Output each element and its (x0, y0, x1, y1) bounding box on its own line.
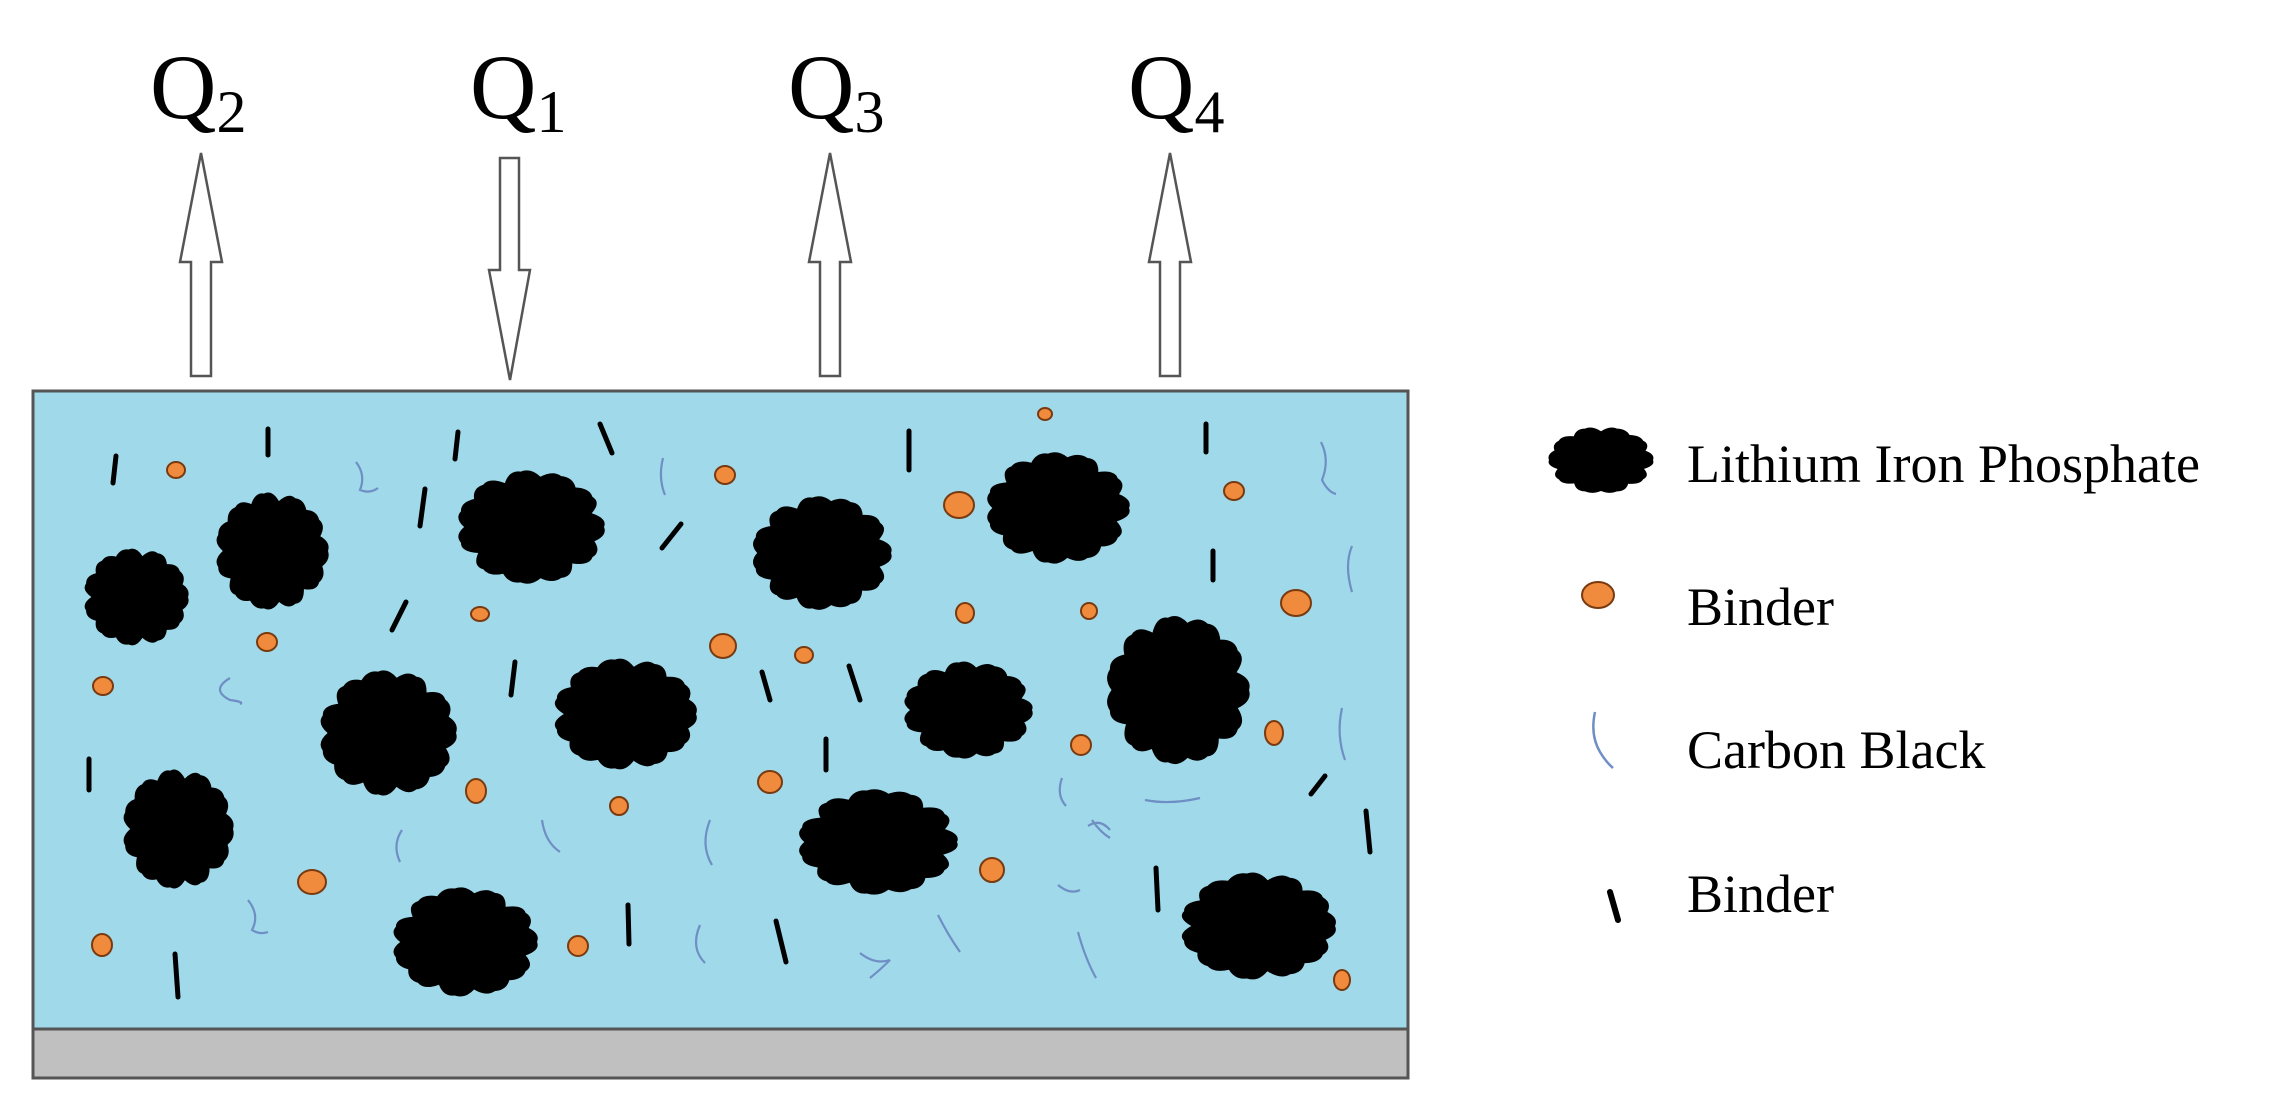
binder-dot (465, 778, 487, 804)
binder-dot (1223, 481, 1245, 501)
current-collector (31, 1027, 1410, 1080)
binder-stick-icon (1607, 889, 1621, 923)
heat-flow-label-q2: Q2 (150, 36, 246, 145)
carbon-black-fiber (247, 899, 269, 935)
carbon-black-fiber (704, 819, 713, 866)
lfp-particle (84, 548, 189, 646)
binder-dot (1037, 407, 1053, 421)
binder-dot (609, 796, 629, 816)
carbon-black-fiber (1076, 931, 1097, 979)
carbon-black-fiber (218, 677, 243, 706)
carbon-black-fiber (694, 924, 706, 964)
binder-dot (1264, 720, 1284, 746)
lfp-particle (753, 496, 892, 610)
lfp-particle (554, 658, 697, 770)
carbon-black-fiber (1346, 545, 1354, 593)
carbon-black-fiber (1320, 441, 1337, 496)
carbon-black-fiber (937, 914, 961, 953)
binder-stick (389, 599, 409, 633)
arrow-up-icon (1147, 152, 1193, 378)
binder-stick (1153, 865, 1161, 913)
binder-stick (625, 902, 632, 947)
carbon-black-fiber (1057, 884, 1081, 893)
binder-stick (597, 421, 615, 456)
carbon-black-fiber (1091, 819, 1111, 839)
binder-dot (91, 933, 113, 957)
binder-dot (256, 632, 278, 652)
lfp-particle (1107, 616, 1250, 765)
lfp-particle (904, 661, 1033, 759)
binder-dot (955, 602, 975, 624)
legend-label-carbon-black: Carbon Black (1687, 720, 1985, 780)
binder-stick (452, 429, 461, 462)
lfp-particle-group (84, 452, 1336, 997)
arrow-up-icon (178, 152, 224, 378)
legend-label-lfp: Lithium Iron Phosphate (1687, 434, 2200, 494)
binder-dot (297, 869, 327, 895)
arrow-up-icon (807, 152, 853, 378)
lfp-particle (320, 670, 457, 796)
binder-stick (1308, 773, 1328, 797)
carbon-black-fiber (859, 952, 891, 979)
carbon-black-group (218, 441, 1354, 979)
binder-stick (846, 663, 863, 703)
carbon-black-fiber (1144, 796, 1201, 804)
legend-label-binder-stick: Binder (1687, 864, 1834, 924)
legend-label-binder-dot: Binder (1687, 577, 1834, 637)
binder-dot (166, 461, 186, 479)
binder-stick (508, 659, 518, 698)
carbon-black-fiber (1058, 777, 1067, 807)
binder-dot (567, 935, 589, 957)
carbon-black-fiber (540, 819, 561, 853)
binder-dot (1333, 969, 1351, 991)
carbon-black-fiber (355, 461, 379, 493)
binder-dot (1070, 734, 1092, 756)
binder-dot (92, 676, 114, 696)
binder-dot (757, 770, 783, 794)
binder-stick (172, 951, 181, 1000)
lfp-particle (1181, 872, 1336, 980)
heat-flow-label-q1: Q1 (470, 36, 566, 145)
binder-dot (714, 465, 736, 485)
binder-stick (773, 918, 789, 965)
lfp-particle (393, 887, 538, 997)
legend: Lithium Iron Phosphate Binder Carbon Bla… (1548, 427, 2200, 924)
binder-dot (470, 606, 490, 622)
lfp-particle (987, 452, 1130, 564)
binder-stick (1363, 808, 1373, 855)
binder-stick-group (86, 421, 1373, 1000)
arrow-down-icon (487, 156, 532, 381)
heat-flow-label-q4: Q4 (1128, 36, 1224, 145)
carbon-black-fiber (659, 457, 667, 496)
binder-dot (979, 857, 1005, 883)
binder-stick (110, 453, 119, 486)
lfp-particle (123, 769, 234, 889)
binder-stick (659, 521, 684, 551)
binder-dot (794, 646, 814, 664)
binder-dot-group (91, 407, 1351, 991)
carbon-black-fiber (1338, 707, 1347, 761)
carbon-black-fiber (1087, 821, 1111, 831)
lfp-particle (216, 492, 329, 610)
carbon-black-icon (1592, 711, 1614, 769)
lfp-particle-icon (1548, 427, 1654, 493)
binder-dot-icon (1581, 581, 1615, 609)
binder-dot (709, 633, 737, 659)
carbon-black-fiber (395, 829, 403, 863)
lfp-particle (799, 789, 958, 895)
binder-stick (417, 486, 428, 529)
binder-dot (1080, 602, 1098, 620)
binder-dot (1280, 589, 1312, 617)
binder-dot (943, 491, 975, 519)
heat-flow-label-q3: Q3 (788, 36, 884, 145)
binder-stick (759, 669, 773, 703)
lfp-particle (458, 470, 605, 584)
